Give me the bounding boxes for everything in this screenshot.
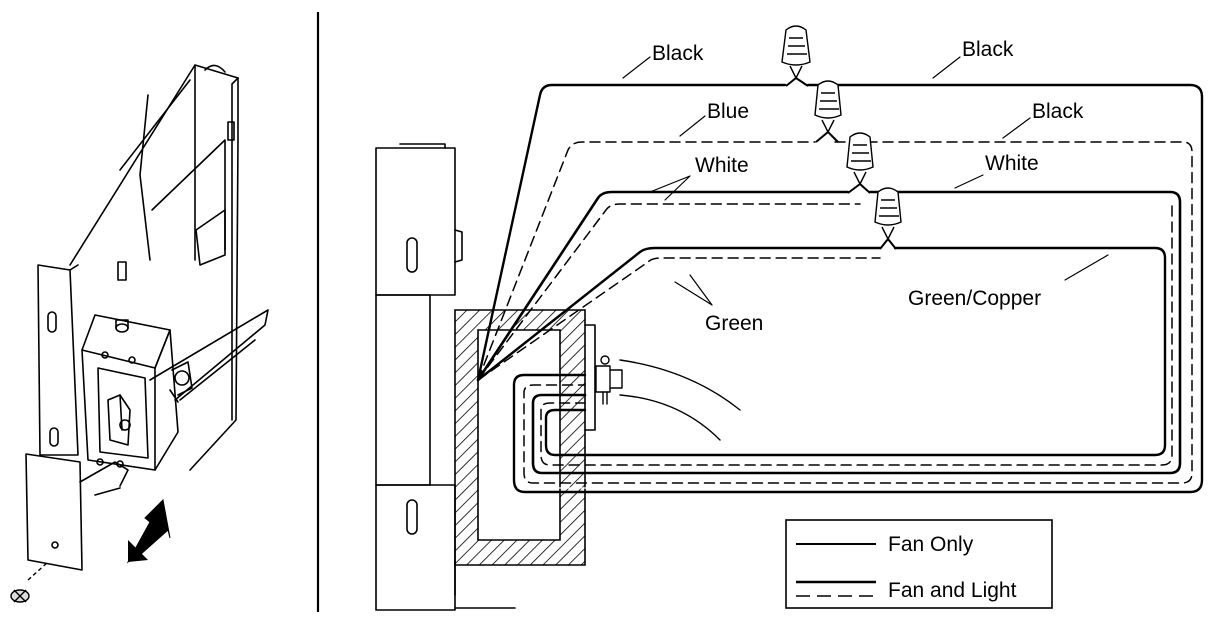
label-black-right-top: Black (962, 38, 1014, 61)
label-green-copper: Green/Copper (908, 287, 1041, 310)
wire-nut-white (846, 132, 874, 194)
wire-nut-blue-black (814, 80, 842, 143)
label-white-left: White (695, 154, 749, 177)
screw-icon (10, 561, 49, 603)
label-black-left: Black (652, 42, 704, 65)
wire-runs (476, 83, 1204, 494)
wall-bracket-icon (37, 64, 269, 471)
wire-nut-green (874, 187, 902, 250)
arrow-icon (126, 498, 171, 564)
cover-plate-icon (25, 453, 129, 571)
junction-box-icon (81, 314, 193, 471)
ground-screw-icon (595, 355, 623, 405)
legend-fan-and-light: Fan and Light (888, 579, 1017, 602)
label-white-right: White (985, 152, 1039, 175)
bracket-profile (375, 143, 516, 611)
wire-labels: Black Black Blue Black White White Green… (652, 38, 1084, 335)
label-leaders (622, 56, 1109, 306)
junction-box-section (454, 309, 596, 566)
legend: Fan Only Fan and Light (785, 519, 1053, 609)
wire-nut-icon (781, 25, 902, 250)
legend-box (785, 519, 1053, 609)
legend-fan-only: Fan Only (888, 533, 974, 556)
label-green: Green (705, 312, 763, 335)
label-blue: Blue (707, 100, 749, 123)
label-black-right-mid: Black (1032, 100, 1084, 123)
incoming-cable (619, 359, 741, 441)
wire-nut-black (781, 25, 811, 87)
